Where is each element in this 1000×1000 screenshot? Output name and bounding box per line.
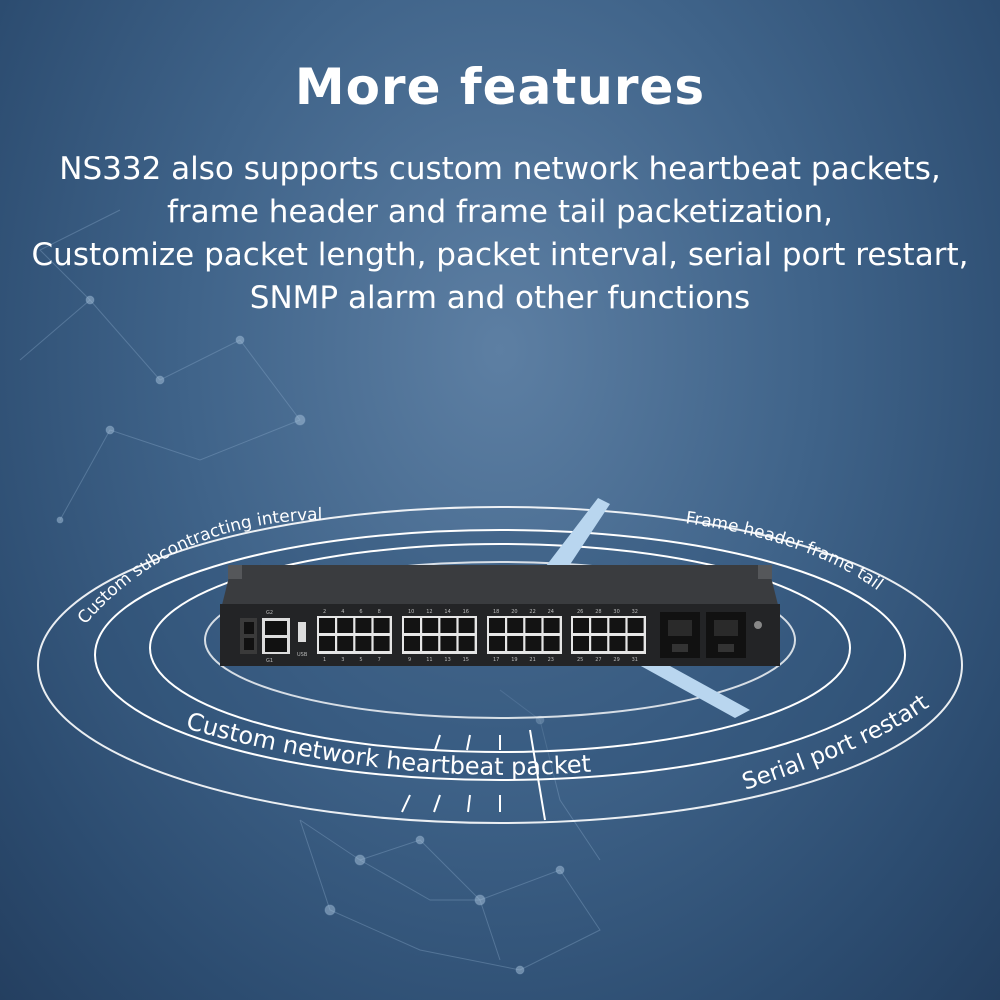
rj45-port: [525, 618, 542, 633]
port-number: 19: [511, 657, 517, 663]
port-number: 18: [493, 609, 499, 615]
rj45-port-block: 2143658710912111413161518172019222124232…: [317, 609, 646, 663]
port-number: 1: [323, 657, 326, 663]
rj45-port: [627, 618, 644, 633]
description-line: frame header and frame tail packetizatio…: [167, 194, 833, 230]
rj45-port: [422, 618, 439, 633]
port-number: 12: [426, 609, 432, 615]
ring-dashes: [401, 729, 546, 821]
ns332-device: USB G2 G1 214365871091211141316151817201…: [220, 565, 780, 666]
sfp-ports: [240, 618, 257, 654]
rj45-port: [543, 618, 560, 633]
rj45-port: [355, 618, 372, 633]
port-number: 21: [529, 657, 535, 663]
port-number: 13: [444, 657, 450, 663]
description-line: SNMP alarm and other functions: [249, 280, 751, 316]
rj45-port: [373, 636, 390, 651]
port-number: 10: [408, 609, 414, 615]
port-number: 4: [341, 609, 344, 615]
rj45-port: [489, 618, 505, 633]
rj45-port: [355, 636, 372, 651]
rj45-port: [440, 618, 457, 633]
port-number: 30: [613, 609, 619, 615]
rj45-port: [573, 618, 589, 633]
usb-port: [298, 622, 306, 642]
rj45-port: [422, 636, 439, 651]
rj45-port: [507, 618, 524, 633]
rj45-port: [319, 618, 335, 633]
port-number: 3: [341, 657, 344, 663]
power-inlets: [660, 612, 746, 658]
rj45-port: [591, 636, 608, 651]
rj45-port: [609, 636, 626, 651]
rj45-port: [337, 636, 354, 651]
port-number: 8: [378, 609, 381, 615]
rj45-port: [404, 618, 420, 633]
description-line: Customize packet length, packet interval…: [31, 237, 969, 273]
port-number: 9: [408, 657, 411, 663]
rj45-port: [373, 618, 390, 633]
rj45-port: [337, 618, 354, 633]
port-number: 16: [463, 609, 469, 615]
rj45-port: [627, 636, 644, 651]
rj45-port: [609, 618, 626, 633]
port-number: 2: [323, 609, 326, 615]
port-number: 5: [359, 657, 362, 663]
rj45-port: [458, 636, 475, 651]
port-number: 29: [613, 657, 619, 663]
port-number: 28: [595, 609, 601, 615]
port-number: 15: [463, 657, 469, 663]
port-number: 14: [444, 609, 450, 615]
port-number: 7: [378, 657, 381, 663]
svg-text:G1: G1: [266, 658, 273, 664]
port-number: 24: [548, 609, 554, 615]
ground-screw: [754, 621, 762, 629]
feature-description: NS332 also supports custom network heart…: [0, 148, 1000, 320]
rj45-port: [525, 636, 542, 651]
rj45-port: [573, 636, 589, 651]
port-number: 27: [595, 657, 601, 663]
port-number: 6: [359, 609, 362, 615]
port-number: 23: [548, 657, 554, 663]
rj45-port: [591, 618, 608, 633]
rj45-port: [319, 636, 335, 651]
rj45-port: [440, 636, 457, 651]
svg-text:G2: G2: [266, 610, 273, 616]
rj45-port: [458, 618, 475, 633]
port-number: 20: [511, 609, 517, 615]
page-title: More features: [294, 58, 706, 116]
svg-text:USB: USB: [297, 652, 308, 658]
port-number: 17: [493, 657, 499, 663]
rj45-port: [543, 636, 560, 651]
port-number: 32: [632, 609, 638, 615]
rj45-port: [489, 636, 505, 651]
port-number: 26: [577, 609, 583, 615]
rj45-port: [507, 636, 524, 651]
port-number: 11: [426, 657, 432, 663]
rj45-port: [404, 636, 420, 651]
light-beam: [630, 655, 750, 718]
uplink-rj45-ports: [262, 618, 290, 654]
network-constellation: [19, 209, 601, 975]
description-line: NS332 also supports custom network heart…: [59, 151, 941, 187]
port-number: 25: [577, 657, 583, 663]
port-number: 31: [632, 657, 638, 663]
port-number: 22: [529, 609, 535, 615]
